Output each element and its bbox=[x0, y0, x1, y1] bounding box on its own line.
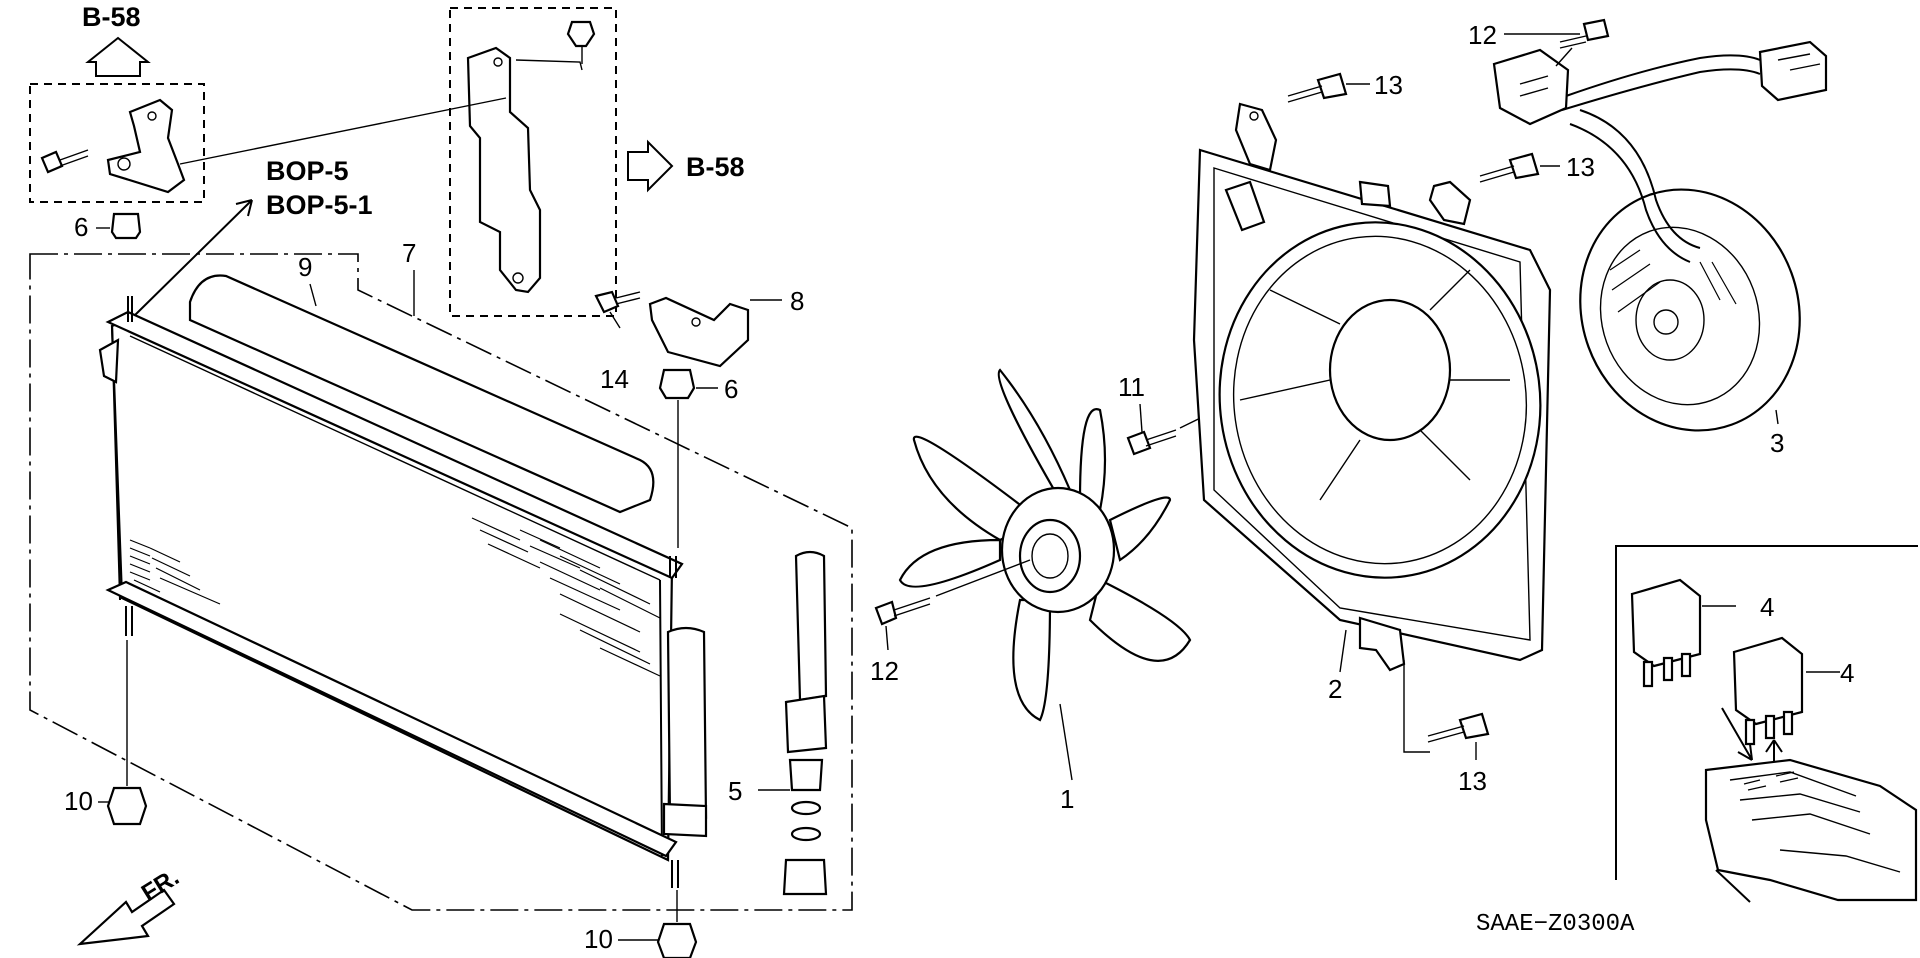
leader-3 bbox=[1775, 409, 1779, 425]
callout-10b[interactable]: 10 bbox=[584, 924, 613, 954]
leader-14 bbox=[609, 311, 621, 329]
bolt-12b bbox=[874, 597, 931, 626]
relay-4a bbox=[1630, 578, 1702, 688]
bolt-12a bbox=[1559, 18, 1610, 49]
mount-10a bbox=[106, 786, 148, 826]
fan-shroud-2 bbox=[1192, 102, 1552, 672]
callout-13a[interactable]: 13 bbox=[1374, 70, 1403, 100]
leader-top-center-bolt bbox=[515, 59, 583, 71]
motor-harness bbox=[1492, 40, 1828, 263]
bolt-13a bbox=[1287, 72, 1348, 103]
relay-inset-frame bbox=[1615, 545, 1918, 880]
bolt-top-center bbox=[566, 20, 596, 64]
callout-7[interactable]: 7 bbox=[402, 238, 416, 268]
leader-11 bbox=[1139, 403, 1143, 433]
bracket-8 bbox=[648, 296, 750, 368]
ref-bop51[interactable]: BOP-5-1 bbox=[266, 190, 373, 220]
leader-12a-box bbox=[1555, 47, 1573, 67]
up-arrow-icon bbox=[85, 36, 151, 77]
callout-12b[interactable]: 12 bbox=[870, 656, 899, 686]
callout-4a[interactable]: 4 bbox=[1760, 592, 1774, 622]
desiccant-tube-5 bbox=[784, 550, 828, 754]
condenser bbox=[98, 296, 708, 888]
ref-bop5[interactable]: BOP-5 bbox=[266, 156, 349, 186]
bolt-11 bbox=[1126, 429, 1177, 456]
leader-12b bbox=[885, 625, 889, 651]
bracket-top-center bbox=[466, 46, 542, 294]
plug-5 bbox=[782, 758, 828, 896]
relay-arrow-a-icon bbox=[1721, 707, 1753, 761]
callout-8[interactable]: 8 bbox=[790, 286, 804, 316]
relay-4b bbox=[1732, 636, 1804, 746]
fan-motor-3 bbox=[1579, 188, 1801, 432]
bracket-top-left bbox=[106, 98, 186, 194]
callout-14[interactable]: 14 bbox=[600, 364, 629, 394]
ref-b58-top[interactable]: B-58 bbox=[82, 2, 141, 32]
bolt-13c bbox=[1427, 712, 1490, 743]
right-arrow-icon bbox=[627, 139, 674, 193]
mount-10b bbox=[656, 922, 698, 958]
relay-box bbox=[1704, 758, 1918, 903]
grommet-6a bbox=[110, 212, 142, 240]
callout-9[interactable]: 9 bbox=[298, 252, 312, 282]
relay-arrow-b-icon bbox=[1765, 739, 1783, 762]
callout-2[interactable]: 2 bbox=[1328, 674, 1342, 704]
callout-13b[interactable]: 13 bbox=[1566, 152, 1595, 182]
callout-6a[interactable]: 6 bbox=[74, 212, 88, 242]
leader-13c-chain bbox=[1403, 660, 1430, 753]
callout-10a[interactable]: 10 bbox=[64, 786, 93, 816]
leader-fan-bolt bbox=[935, 559, 1031, 597]
callout-1[interactable]: 1 bbox=[1060, 784, 1074, 814]
ref-b58-right[interactable]: B-58 bbox=[686, 152, 745, 182]
front-direction-label: FR. bbox=[137, 864, 184, 907]
diagram-code: SAAE−Z0300A bbox=[1476, 911, 1635, 938]
front-direction-arrow-icon bbox=[76, 888, 176, 946]
leader-1 bbox=[1059, 703, 1073, 781]
callout-11[interactable]: 11 bbox=[1118, 372, 1145, 402]
leader-9 bbox=[309, 283, 317, 307]
callout-3[interactable]: 3 bbox=[1770, 428, 1784, 458]
callout-6b[interactable]: 6 bbox=[724, 374, 738, 404]
callout-5[interactable]: 5 bbox=[728, 776, 742, 806]
fan-blade-1 bbox=[898, 368, 1192, 722]
bolt-14 bbox=[594, 290, 641, 314]
bolt-top-left bbox=[40, 149, 89, 174]
callout-13c[interactable]: 13 bbox=[1458, 766, 1487, 796]
detail-box-top-left bbox=[29, 83, 205, 203]
seal-strip-9 bbox=[188, 274, 655, 514]
leader-bracket-link bbox=[179, 97, 507, 165]
callout-12a[interactable]: 12 bbox=[1468, 20, 1497, 50]
callout-4b[interactable]: 4 bbox=[1840, 658, 1854, 688]
grommet-6b bbox=[658, 368, 696, 400]
leader-2 bbox=[1339, 629, 1347, 673]
condenser-outline-chain bbox=[29, 253, 853, 911]
bop-pointer-arrow bbox=[133, 199, 253, 317]
bolt-13b bbox=[1479, 152, 1540, 183]
